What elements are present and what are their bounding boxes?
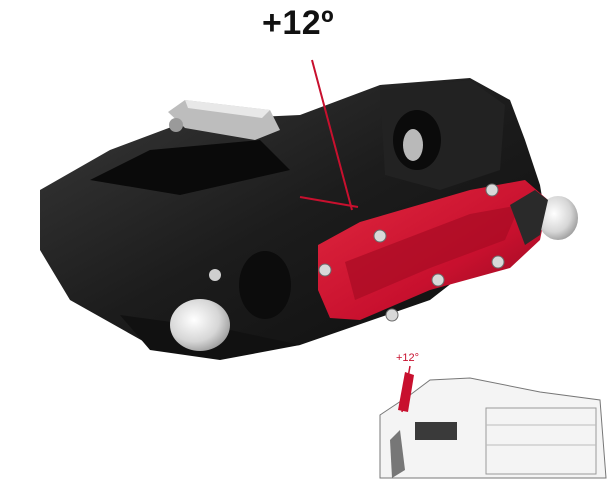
bleed-fitting — [403, 129, 423, 161]
caliper-cavity — [90, 140, 290, 195]
pistons — [170, 190, 578, 351]
inset-angle-line — [401, 365, 411, 413]
angle-headline: +12º — [262, 4, 335, 42]
bleed-screw — [209, 269, 221, 281]
cover-bolts — [318, 183, 505, 322]
angle-reference-line — [299, 196, 359, 208]
angle-indicator-line — [311, 59, 353, 211]
inset-dark-panel — [415, 422, 457, 440]
piston-front — [170, 299, 230, 351]
piston-rear — [538, 196, 578, 240]
red-cover-plate — [318, 180, 548, 322]
mounting-bore — [239, 251, 291, 319]
spring-clip — [168, 100, 280, 140]
inset-angle-label: +12° — [396, 352, 420, 364]
cone-fitting — [510, 190, 548, 245]
side-view-inset — [372, 360, 608, 480]
